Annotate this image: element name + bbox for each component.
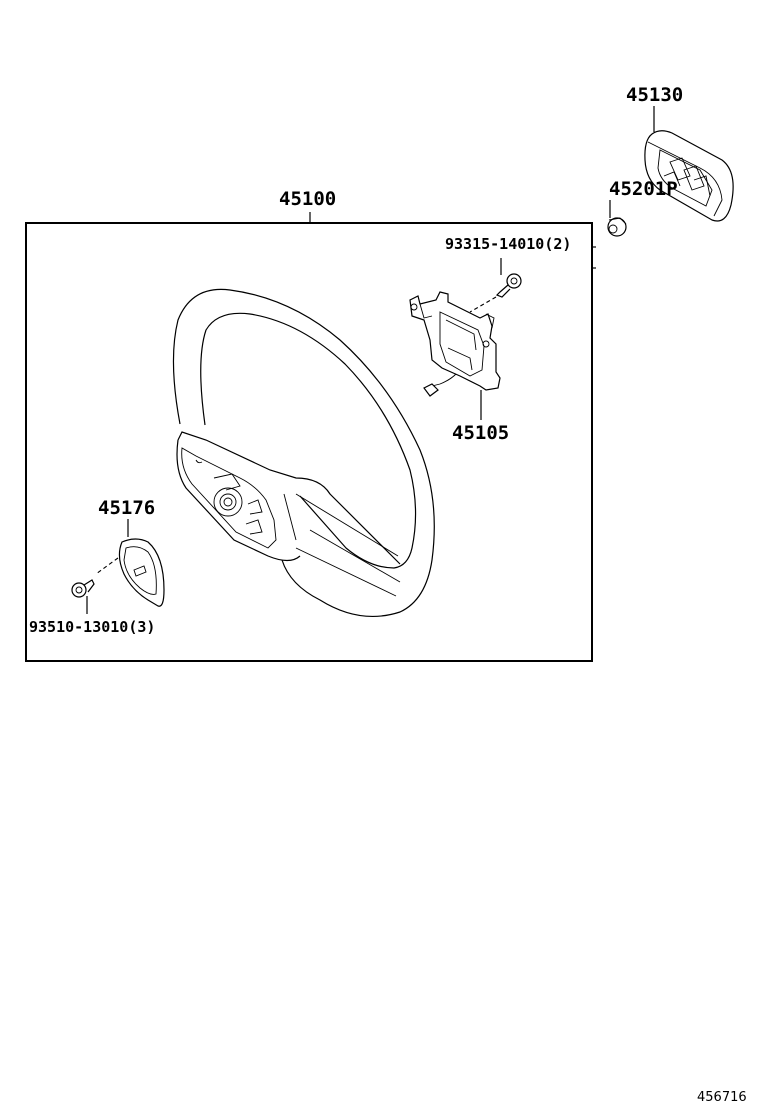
part-label-45105[interactable]: 45105 [452,422,510,444]
part-label-45100[interactable]: 45100 [279,188,337,210]
screw-93315-drawing[interactable] [469,258,522,313]
part-label-93510-13010[interactable]: 93510-13010(3) [29,618,156,636]
part-label-45176[interactable]: 45176 [98,497,156,519]
bracket-45105-drawing[interactable] [409,291,501,420]
figure-id: 456716 [697,1090,747,1105]
screw-93510-drawing[interactable] [71,579,95,614]
cover-plate-45176-drawing[interactable] [95,519,165,607]
steering-wheel-45100-drawing[interactable] [172,288,435,617]
assembly-frame [25,212,596,662]
part-label-45201P[interactable]: 45201P [609,178,678,200]
part-label-93315-14010[interactable]: 93315-14010(2) [445,235,572,253]
part-label-45130[interactable]: 45130 [626,84,684,106]
nut-45201P-drawing[interactable] [607,200,627,237]
steering-pad-45130-drawing[interactable] [644,106,734,222]
